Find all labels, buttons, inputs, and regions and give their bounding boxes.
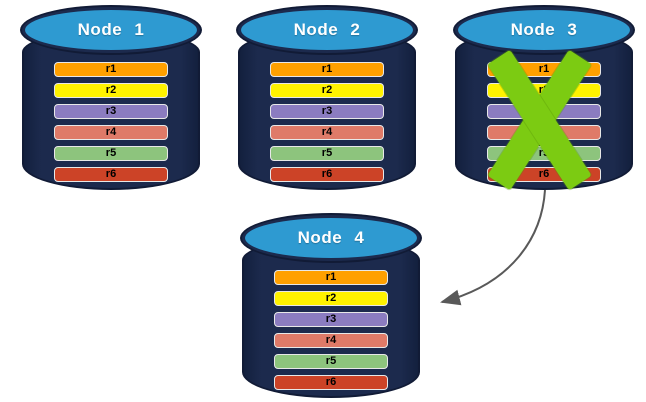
node-2-cylinder: Node 2 r1 r2 r3 r4 r5 r6 — [238, 7, 416, 190]
record-bar: r6 — [54, 167, 168, 182]
record-label: r4 — [325, 334, 337, 346]
node-4-cylinder: Node 4 r1 r2 r3 r4 r5 r6 — [242, 215, 420, 398]
record-label: r1 — [538, 63, 550, 75]
cylinder-top: Node 4 — [242, 215, 420, 261]
record-label: r5 — [325, 355, 337, 367]
cylinder-top: Node 1 — [22, 7, 200, 53]
record-bar: r5 — [54, 146, 168, 161]
record-list: r1 r2 r3 r4 r5 r6 — [54, 62, 168, 188]
cylinder-top: Node 3 — [455, 7, 633, 53]
record-bar: r4 — [487, 125, 601, 140]
node-3-cylinder: Node 3 r1 r2 r3 r4 r5 r6 — [455, 7, 633, 191]
cylinder-top: Node 2 — [238, 7, 416, 53]
record-label: r1 — [321, 63, 333, 75]
record-label: r3 — [538, 105, 550, 117]
record-bar: r2 — [274, 291, 388, 306]
record-bar: r5 — [270, 146, 384, 161]
node-1-cylinder: Node 1 r1 r2 r3 r4 r5 r6 — [22, 7, 200, 190]
record-bar: r4 — [274, 333, 388, 348]
record-bar: r2 — [270, 83, 384, 98]
record-label: r4 — [105, 126, 117, 138]
record-label: r6 — [321, 168, 333, 180]
record-list: r1 r2 r3 r4 r5 r6 — [487, 62, 601, 188]
record-list: r1 r2 r3 r4 r5 r6 — [274, 270, 388, 396]
record-label: r2 — [325, 292, 337, 304]
node-title: Node 4 — [297, 228, 365, 247]
record-bar: r1 — [487, 62, 601, 77]
record-bar: r6 — [487, 167, 601, 182]
record-label: r3 — [105, 105, 117, 117]
record-label: r6 — [538, 168, 550, 180]
record-bar: r2 — [54, 83, 168, 98]
node-title: Node 2 — [293, 20, 361, 39]
record-bar: r2 — [487, 83, 601, 98]
record-bar: r1 — [270, 62, 384, 77]
record-list: r1 r2 r3 r4 r5 r6 — [270, 62, 384, 188]
record-bar: r1 — [274, 270, 388, 285]
record-label: r2 — [105, 84, 117, 96]
record-label: r1 — [105, 63, 117, 75]
record-label: r5 — [538, 147, 550, 159]
record-bar: r6 — [270, 167, 384, 182]
record-bar: r4 — [270, 125, 384, 140]
record-label: r4 — [538, 126, 550, 138]
record-label: r5 — [105, 147, 117, 159]
record-bar: r1 — [54, 62, 168, 77]
record-label: r3 — [325, 313, 337, 325]
record-label: r5 — [321, 147, 333, 159]
node-title: Node 3 — [510, 20, 578, 39]
record-label: r4 — [321, 126, 333, 138]
record-bar: r3 — [274, 312, 388, 327]
record-label: r2 — [538, 84, 550, 96]
record-bar: r3 — [54, 104, 168, 119]
record-label: r6 — [105, 168, 117, 180]
record-bar: r5 — [487, 146, 601, 161]
record-label: r3 — [321, 105, 333, 117]
record-bar: r3 — [487, 104, 601, 119]
record-bar: r5 — [274, 354, 388, 369]
record-bar: r3 — [270, 104, 384, 119]
node-title: Node 1 — [77, 20, 145, 39]
record-label: r2 — [321, 84, 333, 96]
record-bar: r6 — [274, 375, 388, 390]
record-bar: r4 — [54, 125, 168, 140]
record-label: r6 — [325, 376, 337, 388]
record-label: r1 — [325, 271, 337, 283]
